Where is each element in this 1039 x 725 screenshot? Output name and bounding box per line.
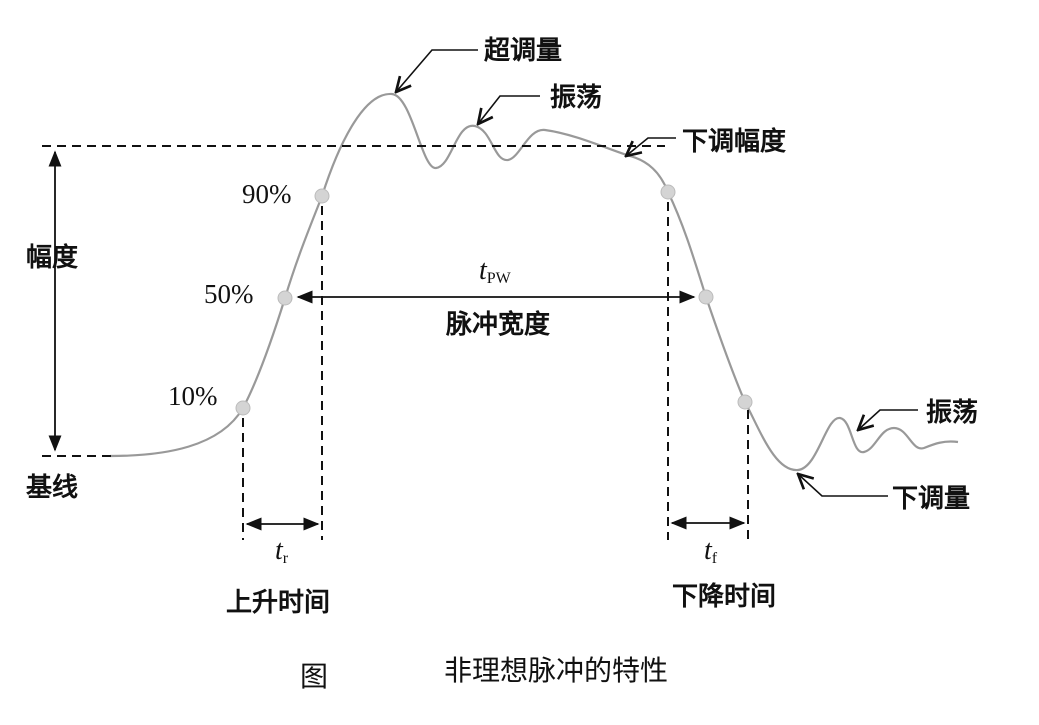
pct10-label: 10% — [168, 381, 218, 411]
ringing-top-label: 振荡 — [550, 83, 602, 113]
pct50-label: 50% — [204, 279, 254, 309]
amplitude-label: 幅度 — [26, 242, 78, 273]
overshoot-leader — [396, 49, 478, 92]
point-50-fall — [698, 289, 714, 305]
undershoot-label: 下调量 — [892, 484, 970, 514]
t-r-symbol: tr — [275, 535, 289, 567]
t-f-symbol: tf — [704, 535, 718, 567]
caption-prefix: 图 — [300, 660, 328, 693]
point-90-rise — [314, 188, 330, 204]
rise-time-label: 上升时间 — [226, 588, 330, 618]
point-90-fall — [660, 184, 676, 200]
droop-leader — [626, 137, 676, 156]
ringing-top-leader — [478, 95, 540, 124]
baseline-label: 基线 — [26, 473, 78, 503]
undershoot-leader — [798, 474, 888, 497]
pct90-label: 90% — [242, 179, 292, 209]
overshoot-label: 超调量 — [484, 36, 562, 66]
point-50-rise — [277, 290, 293, 306]
caption-title: 非理想脉冲的特性 — [444, 654, 668, 687]
point-10-rise — [235, 400, 251, 416]
pulse-width-label: 脉冲宽度 — [446, 309, 550, 340]
pulse-waveform — [109, 92, 959, 472]
t-pw-symbol: tPW — [479, 255, 512, 287]
ringing-bottom-leader — [858, 409, 918, 430]
droop-label: 下调幅度 — [682, 126, 786, 157]
point-10-fall — [737, 394, 753, 410]
ringing-bottom-label: 振荡 — [926, 398, 978, 428]
fall-time-label: 下降时间 — [672, 582, 776, 612]
